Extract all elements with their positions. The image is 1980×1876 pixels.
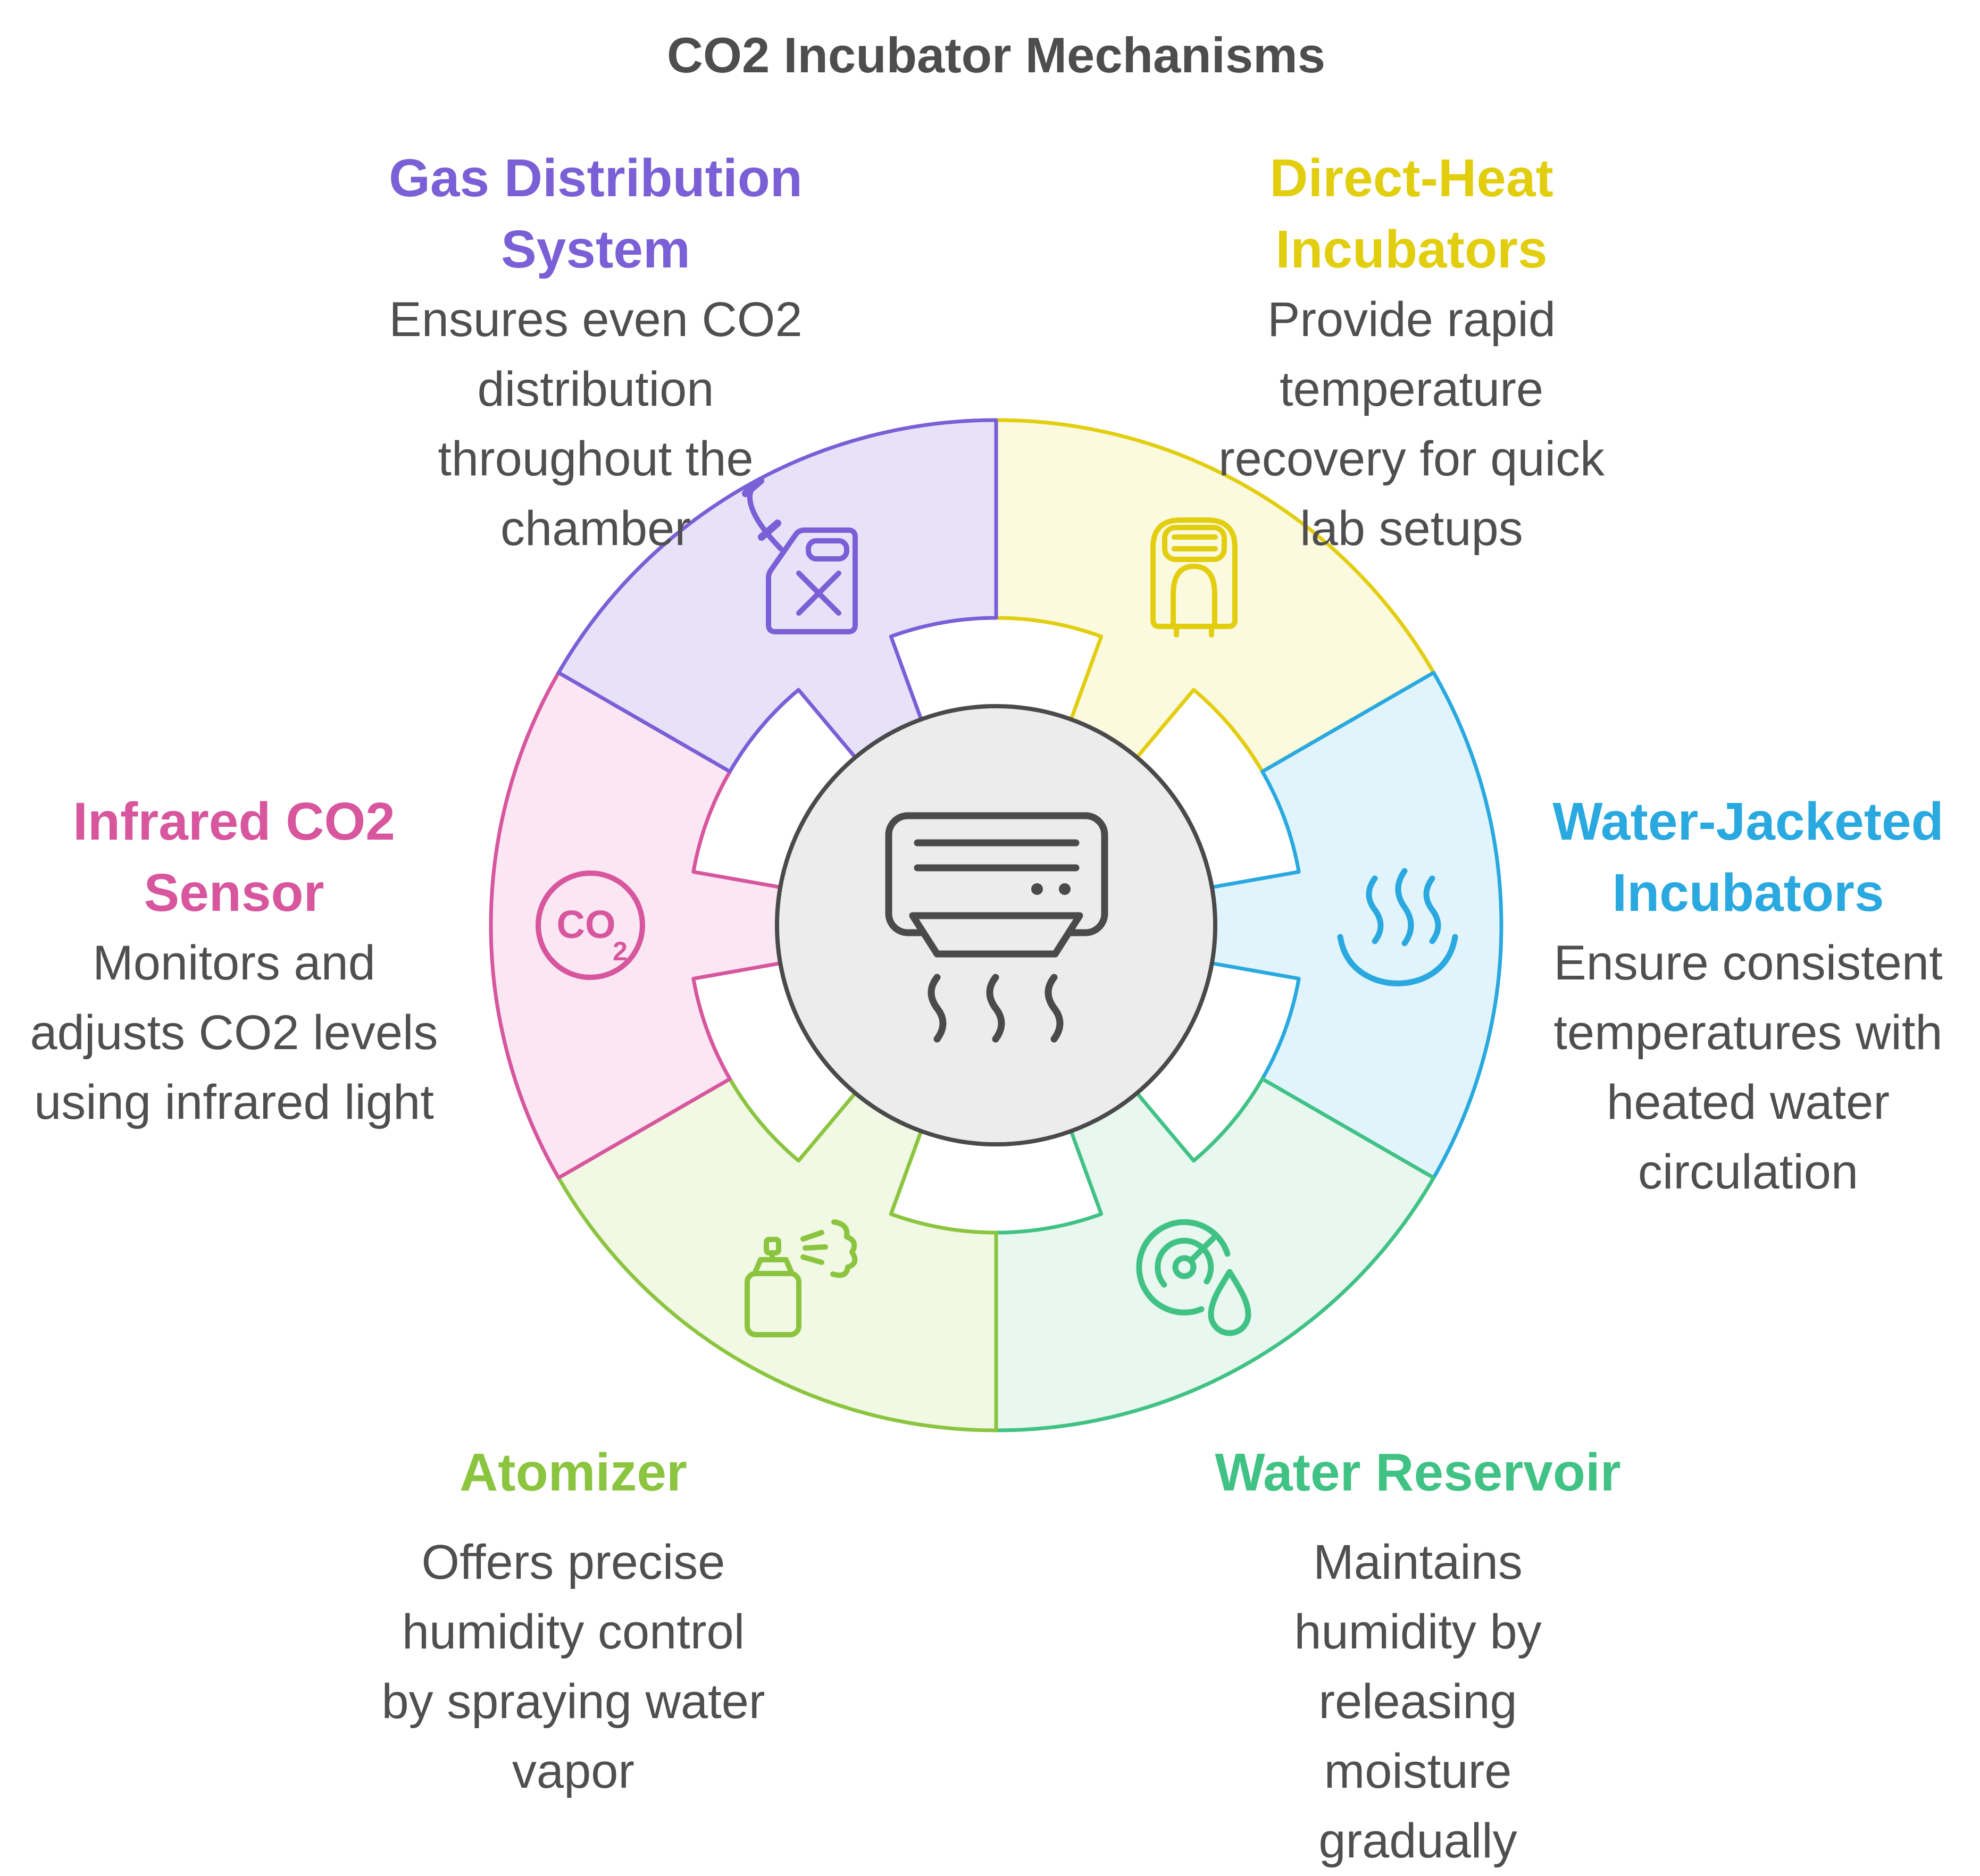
segment-heading-gas-distribution: Gas Distribution System — [389, 148, 803, 279]
label-block-water-jacketed: Water-Jacketed Incubators Ensure consist… — [1522, 786, 1974, 1207]
segment-heading-water-jacketed: Water-Jacketed Incubators — [1552, 792, 1944, 923]
co2-badge-icon: CO 2 — [536, 870, 645, 980]
incubator-wheel-diagram: CO 2 — [489, 418, 1503, 1433]
fuel-can-icon — [742, 477, 858, 634]
gauge-droplet-icon — [1136, 1219, 1251, 1336]
label-block-infrared-sensor: Infrared CO2 Sensor Monitors and adjusts… — [0, 786, 468, 1137]
segment-description-atomizer: Offers precise humidity control by spray… — [381, 1535, 765, 1798]
label-block-water-reservoir: Water Reservoir Maintains humidity by re… — [1179, 1437, 1657, 1876]
label-block-direct-heat: Direct-Heat Incubators Provide rapid tem… — [1172, 143, 1651, 564]
spray-bottle-icon — [745, 1219, 858, 1337]
label-block-gas-distribution: Gas Distribution System Ensures even CO2… — [356, 143, 835, 564]
segment-description-water-reservoir: Maintains humidity by releasing moisture… — [1294, 1535, 1542, 1868]
portable-incubator-icon — [1150, 517, 1238, 638]
segment-description-direct-heat: Provide rapid temperature recovery for q… — [1218, 292, 1605, 556]
svg-text:CO: CO — [557, 902, 616, 947]
segment-description-gas-distribution: Ensures even CO2 distribution throughout… — [389, 292, 803, 556]
steam-icon — [1337, 868, 1458, 986]
wheel-segment-water_jacketed — [1167, 671, 1503, 1180]
page-title: CO2 Incubator Mechanisms — [667, 27, 1325, 83]
segment-heading-water-reservoir: Water Reservoir — [1215, 1443, 1621, 1502]
segment-heading-atomizer: Atomizer — [460, 1443, 687, 1502]
segment-heading-infrared-sensor: Infrared CO2 Sensor — [73, 792, 395, 923]
label-block-atomizer: Atomizer Offers precise humidity control… — [334, 1437, 813, 1806]
svg-text:2: 2 — [613, 936, 628, 966]
incubator-vent-icon — [885, 812, 1108, 1043]
segment-heading-direct-heat: Direct-Heat Incubators — [1269, 148, 1553, 279]
segment-description-infrared-sensor: Monitors and adjusts CO2 levels using in… — [30, 936, 438, 1129]
wheel-segment-gas_distribution — [556, 418, 998, 793]
segment-description-water-jacketed: Ensure consistent temperatures with heat… — [1553, 936, 1943, 1199]
